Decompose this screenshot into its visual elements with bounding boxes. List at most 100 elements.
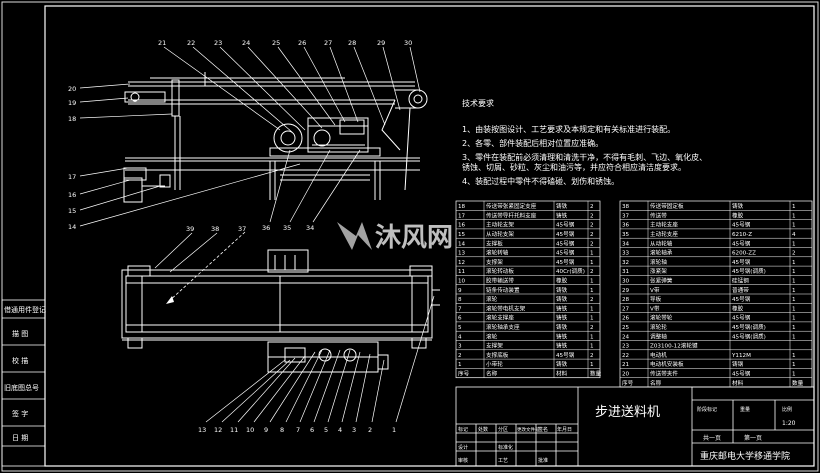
callout-8: 8 [280,426,284,434]
bom-cell: 36 [622,223,630,229]
bom-cell: 16 [458,223,466,229]
tb-label-zone: 分区 [498,426,508,433]
callout-21: 21 [158,39,166,47]
bom-cell: Z03100-12滚轮键 [650,342,698,350]
bom-cell: 数量 [792,379,804,387]
school-name: 重庆邮电大学移通学院 [700,450,790,462]
bom-cell: 橡胶 [556,277,568,285]
callouts-bottom: 39 38 37 13 12 11 10 9 8 7 6 5 4 3 2 1 [186,225,396,434]
callout-38: 38 [211,225,219,233]
bom-cell: 滚轮轮 [650,323,667,331]
tb-label-design: 设计 [458,444,468,451]
bom-cell: 7 [458,306,462,312]
side-cell-old-number: 旧底图总号 [4,383,39,392]
bom-cell: 传送带导杆托料支座 [486,211,537,219]
tb-label-doc: 更改文件号 [517,426,540,433]
bom-cell: 45号钢(调质) [732,332,766,340]
bom-cell: 传送带张紧固定支座 [486,202,537,210]
bom-cell: 1 [792,213,796,219]
bom-cell: 导板 [650,295,662,303]
bom-cell: 2 [590,232,594,238]
bom-cell: 铸铁 [556,202,568,210]
leader-lines-bottom [154,232,435,423]
bom-cell: 滚轮轴 [650,258,667,266]
bom-cell: 1 [792,362,796,368]
callout-11: 11 [230,426,238,434]
bom-cell: 铸铁 [556,304,568,312]
bom-cell: 从动轮支架 [486,230,514,238]
side-cell-borrow: 借通用件登记 [4,305,46,314]
bom-cell: 23 [622,344,630,350]
bom-cell: 5 [458,325,462,331]
bom-cell: 铸铁 [556,211,568,219]
callout-9: 9 [264,426,268,434]
bom-cell: 序号 [458,370,470,378]
bom-cell: 1 [590,334,594,340]
bom-cell: 调整轴 [650,332,667,340]
bom-cell: 橡胶 [732,211,744,219]
side-cell-draw: 描 图 [12,329,28,338]
bom-cell: 铸铁 [556,323,568,331]
bom-cell: 45号钢 [732,295,751,303]
bom-cell: 11 [458,269,466,275]
bom-cell: 铸铁 [556,314,568,322]
bom-cell: 6 [458,316,462,322]
bom-cell: 38 [622,204,630,210]
bom-cell: 1 [590,306,594,312]
bom-cell: 电动机 [650,351,667,359]
bom-cell: 1 [792,241,796,247]
bom-cell: 1 [792,297,796,303]
bom-cell: 1 [590,362,594,368]
callout-19: 19 [68,99,76,107]
side-cell-check: 校 描 [12,356,28,365]
bom-cell: 22 [622,353,629,359]
bom-cell: 主动轮支座 [650,221,678,229]
svg-text:沐风网: 沐风网 [375,223,453,253]
bom-cell: 滚轮转轴 [486,249,509,257]
callout-5: 5 [324,426,328,434]
requirement-2: 2、各零、部件装配后相对位置应准确。 [462,138,603,148]
bom-cell: 25 [622,325,630,331]
bom-cell: 10 [458,279,466,285]
bom-cell: 32 [622,260,629,266]
bom-cell: 1 [792,288,796,294]
callout-10: 10 [246,426,254,434]
bom-cell: 名称 [486,370,498,378]
bom-cell: 1 [590,344,594,350]
bom-cell: 45号钢 [732,370,751,378]
bom-cell: 12 [458,260,465,266]
bom-cell: 铸铁 [556,286,568,294]
bom-cell: 45号钢 [732,239,751,247]
bom-cell: V带 [650,287,660,294]
bom-cell: 主动轮支架 [486,221,514,229]
bom-cell: 硅锰钢 [732,277,749,285]
bom-cell: 45号钢(调质) [732,323,766,331]
callout-27: 27 [324,39,332,47]
bom-cell: 14 [458,241,466,247]
bom-cell: 1 [792,325,796,331]
bom-cell: 1 [458,362,462,368]
bom-cell: 30 [622,279,630,285]
tb-label-review: 审核 [458,457,468,464]
callout-35: 35 [283,224,291,232]
bom-cell: 1 [792,269,796,275]
callout-13: 13 [198,426,206,434]
callout-15: 15 [68,207,76,215]
callout-18: 18 [68,115,76,123]
bom-cell: 45号钢(调质) [732,267,766,275]
bom-cell: 17 [458,213,466,219]
bom-cell: 4 [458,334,462,340]
bom-cell: 1 [590,279,594,285]
tb-label-standard: 标准化 [498,444,513,451]
bom-cell: 2 [590,241,594,247]
bom-cell: 滚轮转动板 [486,267,514,275]
requirement-1: 1、由装按图设计、工艺要求及本规定和有关标准进行装配。 [462,124,675,134]
watermark-logo: 沐风网 [337,222,453,253]
bom-cell: 支撑架 [486,258,503,266]
callout-34: 34 [306,224,314,232]
bom-cell: 18 [458,204,466,210]
bom-cell: 名称 [650,379,662,387]
elevation-view [123,72,428,203]
callout-36: 36 [262,224,270,232]
bom-cell: 20 [622,372,630,378]
